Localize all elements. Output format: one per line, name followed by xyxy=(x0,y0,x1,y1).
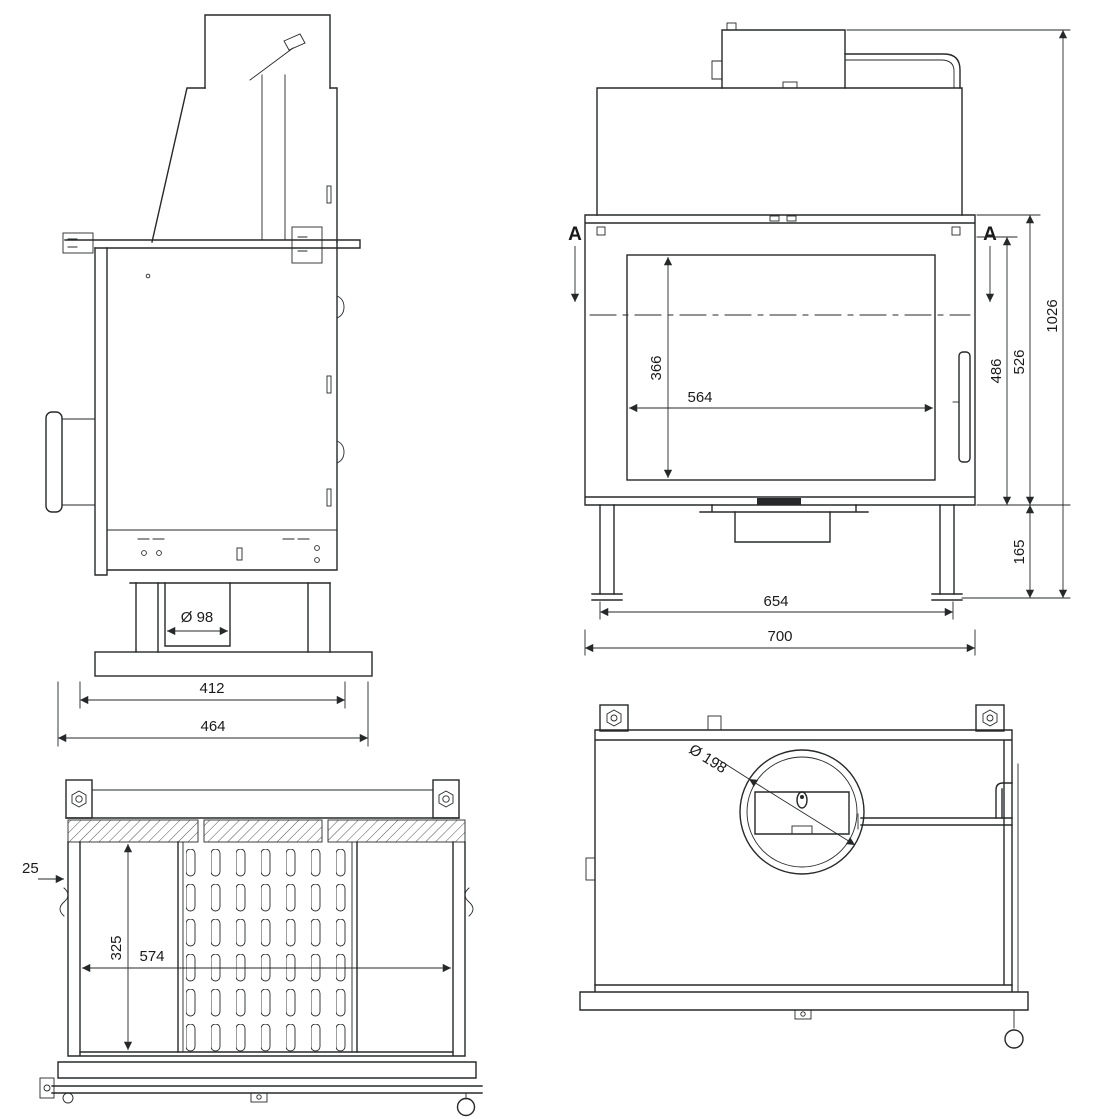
front-legs xyxy=(591,504,963,601)
section-marker-right: A xyxy=(983,224,997,302)
top-body-outline xyxy=(585,729,1019,993)
top-damper-rod xyxy=(857,782,1013,830)
glass-window xyxy=(626,254,936,481)
front-control-rod xyxy=(844,53,961,89)
dim-label-chamber-width: 574 xyxy=(139,948,164,965)
dim-label-leg-height: 165 xyxy=(1011,539,1028,564)
dim-side-base-width: 412 xyxy=(79,680,346,709)
side-top-flange xyxy=(62,226,361,264)
dim-label-door-height: 486 xyxy=(988,358,1005,383)
dim-section-wall-thickness: 25 xyxy=(22,860,64,884)
front-door-latch xyxy=(952,351,971,463)
front-extension-lines xyxy=(846,29,1071,599)
section-bracket-left xyxy=(65,779,93,819)
side-base xyxy=(94,582,373,677)
front-view: A A 366 564 486 526 165 xyxy=(568,22,1071,656)
dim-label-flue-diameter: Ø 198 xyxy=(686,741,730,777)
dim-front-body-width: 654 xyxy=(599,593,954,620)
top-view: Ø 198 xyxy=(579,704,1029,1049)
section-walls xyxy=(59,841,474,1057)
dim-label-collar-diameter: Ø 98 xyxy=(181,609,214,626)
dim-label-glass-width: 564 xyxy=(687,389,712,406)
pull-ball-handle-top-view xyxy=(1004,1029,1024,1049)
section-grate xyxy=(79,841,454,1053)
section-top-rail xyxy=(65,789,460,819)
dim-label-wall-thickness: 25 xyxy=(22,860,39,877)
dim-label-glass-height: 366 xyxy=(648,355,665,380)
side-hood xyxy=(151,87,338,243)
dim-label-overall-height: 1026 xyxy=(1044,299,1061,332)
section-hatched-deck xyxy=(67,819,466,843)
front-door-frame xyxy=(584,214,976,506)
front-flue-box xyxy=(711,22,846,89)
dim-label-chamber-height: 325 xyxy=(108,935,125,960)
side-flue-box xyxy=(204,14,331,241)
dim-side-collar-diameter: Ø 98 xyxy=(167,609,228,636)
section-bracket-right xyxy=(432,779,460,819)
side-view: Ø 98 412 464 xyxy=(45,14,373,747)
dim-front-overall-height: 1026 xyxy=(1044,30,1068,598)
top-bracket-left xyxy=(599,704,629,732)
grate-slots xyxy=(184,846,354,1052)
air-control-slider xyxy=(757,498,801,505)
dim-section-chamber-height: 325 xyxy=(108,844,133,1050)
top-edge-tab xyxy=(707,715,722,731)
section-base-frame xyxy=(39,1061,483,1117)
dim-label-firebox-height: 526 xyxy=(1011,349,1028,374)
section-label-a-right: A xyxy=(983,224,997,245)
dim-label-base-width: 412 xyxy=(199,680,224,697)
front-plinth xyxy=(699,504,869,543)
top-bracket-right xyxy=(975,704,1005,732)
dim-front-glass-height: 366 xyxy=(648,257,673,478)
dim-label-overall-width: 700 xyxy=(767,628,792,645)
side-body xyxy=(94,241,345,576)
dim-front-overall-width: 700 xyxy=(584,628,976,656)
section-view: 25 325 574 xyxy=(22,779,483,1117)
section-label-a-left: A xyxy=(568,224,582,245)
dim-front-door-height: 486 xyxy=(988,237,1012,505)
dim-label-body-width: 654 xyxy=(763,593,788,610)
dim-front-glass-width: 564 xyxy=(629,389,933,413)
dim-label-overall-depth: 464 xyxy=(200,718,225,735)
dim-front-firebox-height: 526 xyxy=(1011,215,1035,505)
damper-lever-icon xyxy=(283,33,306,51)
dim-front-leg-height: 165 xyxy=(1011,505,1035,598)
section-marker-left: A xyxy=(568,224,582,302)
top-front-bar xyxy=(579,984,1029,1049)
side-door-handle xyxy=(45,411,96,513)
front-hood xyxy=(596,81,963,216)
dim-section-chamber-width: 574 xyxy=(82,948,451,973)
pull-ball-handle xyxy=(456,1097,476,1117)
dim-side-overall-depth: 464 xyxy=(57,681,369,747)
